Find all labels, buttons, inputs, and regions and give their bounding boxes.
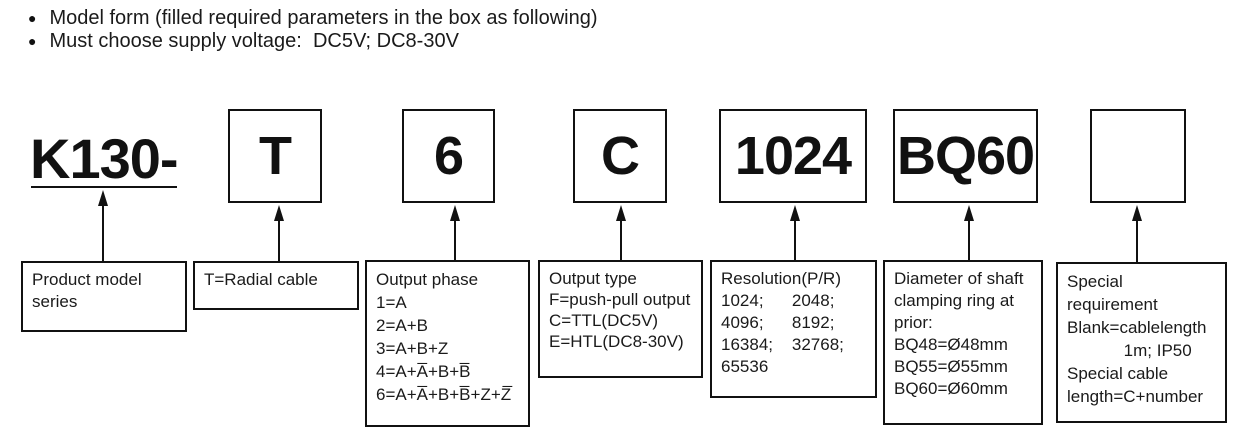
desc-special-requirement: Special requirement Blank=cablelength 1m… bbox=[1056, 262, 1227, 423]
model-prefix: K130- bbox=[30, 127, 179, 190]
desc-line: Resolution(P/R) bbox=[721, 269, 841, 288]
desc-output-type: Output type F=push-pull output C=TTL(DC5… bbox=[538, 260, 703, 378]
desc-line: 4096; 8192; bbox=[721, 313, 835, 332]
bullet-text: Must choose supply voltage: DC5V; DC8-30… bbox=[49, 29, 459, 52]
arrow-output-phase bbox=[450, 205, 460, 260]
desc-line: 3=A+B+Z bbox=[376, 339, 449, 358]
arrow-resolution bbox=[790, 205, 800, 260]
arrow-head-icon bbox=[964, 205, 974, 221]
arrow-head-icon bbox=[790, 205, 800, 221]
desc-product-series: Product model series bbox=[21, 261, 187, 332]
arrow-shaft bbox=[620, 221, 622, 260]
desc-line: Special bbox=[1067, 272, 1123, 291]
desc-line: 65536 bbox=[721, 357, 769, 376]
arrow-head-icon bbox=[616, 205, 626, 221]
desc-line: length=C+number bbox=[1067, 387, 1204, 406]
desc-line: 2=A+B bbox=[376, 316, 428, 335]
desc-resolution: Resolution(P/R) 1024; 2048; 4096; 8192; … bbox=[710, 260, 877, 398]
desc-line: requirement bbox=[1067, 295, 1158, 314]
bullet-icon: ● bbox=[28, 10, 37, 26]
desc-output-phase: Output phase 1=A 2=A+B 3=A+B+Z 4=A+A̅+B+… bbox=[365, 260, 530, 427]
desc-line: Output phase bbox=[376, 270, 479, 289]
arrow-head-icon bbox=[274, 205, 284, 221]
desc-line: E=HTL(DC8-30V) bbox=[549, 332, 684, 351]
arrow-special-requirement bbox=[1132, 205, 1142, 262]
bullet-icon: ● bbox=[28, 33, 37, 49]
desc-line: Blank=cablelength bbox=[1067, 318, 1207, 337]
desc-line: prior: bbox=[894, 313, 933, 332]
arrow-shaft bbox=[968, 221, 970, 260]
arrow-shaft bbox=[794, 221, 796, 260]
code-box-output-type: C bbox=[573, 109, 667, 203]
arrow-product-series bbox=[98, 190, 108, 261]
desc-line: Diameter of shaft bbox=[894, 269, 1024, 288]
bullet-text: Model form (filled required parameters i… bbox=[49, 6, 598, 29]
arrow-clamping-ring bbox=[964, 205, 974, 260]
code-box-value: C bbox=[601, 126, 640, 186]
desc-line: Special cable bbox=[1067, 364, 1169, 383]
code-box-cable-type: T bbox=[228, 109, 322, 203]
arrow-cable-type bbox=[274, 205, 284, 261]
bullet-item: ● Model form (filled required parameters… bbox=[28, 6, 598, 30]
desc-cable-type: T=Radial cable bbox=[193, 261, 359, 310]
arrow-head-icon bbox=[450, 205, 460, 221]
desc-clamping-ring: Diameter of shaft clamping ring at prior… bbox=[883, 260, 1043, 425]
code-box-value: BQ60 bbox=[896, 126, 1035, 186]
desc-line: 1=A bbox=[376, 293, 407, 312]
desc-line: 1m; IP50 bbox=[1067, 341, 1192, 360]
desc-line: 6=A+A̅+B+B̅+Z+Z̅ bbox=[376, 385, 512, 404]
arrow-shaft bbox=[454, 221, 456, 260]
arrow-shaft bbox=[1136, 221, 1138, 262]
desc-line: C=TTL(DC5V) bbox=[549, 311, 659, 330]
desc-line: series bbox=[32, 292, 78, 311]
code-box-resolution: 1024 bbox=[719, 109, 867, 203]
desc-line: Product model bbox=[32, 270, 142, 289]
desc-line: 4=A+A̅+B+B̅ bbox=[376, 362, 471, 381]
model-prefix-underline bbox=[31, 186, 177, 188]
desc-line: T=Radial cable bbox=[204, 270, 318, 289]
desc-line: Output type bbox=[549, 269, 637, 288]
code-box-clamping-ring: BQ60 bbox=[893, 109, 1038, 203]
code-box-value: T bbox=[259, 126, 292, 186]
desc-line: 1024; 2048; bbox=[721, 291, 835, 310]
code-box-value: 1024 bbox=[734, 126, 852, 186]
arrow-shaft bbox=[278, 221, 280, 261]
code-box-output-phase: 6 bbox=[402, 109, 495, 203]
arrow-output-type bbox=[616, 205, 626, 260]
code-box-value: 6 bbox=[433, 126, 464, 186]
desc-line: F=push-pull output bbox=[549, 290, 691, 309]
desc-line: 16384; 32768; bbox=[721, 335, 844, 354]
desc-line: BQ48=Ø48mm bbox=[894, 335, 1008, 354]
arrow-head-icon bbox=[1132, 205, 1142, 221]
code-box-special-requirement bbox=[1090, 109, 1186, 203]
desc-line: BQ60=Ø60mm bbox=[894, 379, 1008, 398]
arrow-head-icon bbox=[98, 190, 108, 206]
arrow-shaft bbox=[102, 206, 104, 261]
desc-line: BQ55=Ø55mm bbox=[894, 357, 1008, 376]
bullet-item: ● Must choose supply voltage: DC5V; DC8-… bbox=[28, 29, 459, 53]
desc-line: clamping ring at bbox=[894, 291, 1015, 310]
